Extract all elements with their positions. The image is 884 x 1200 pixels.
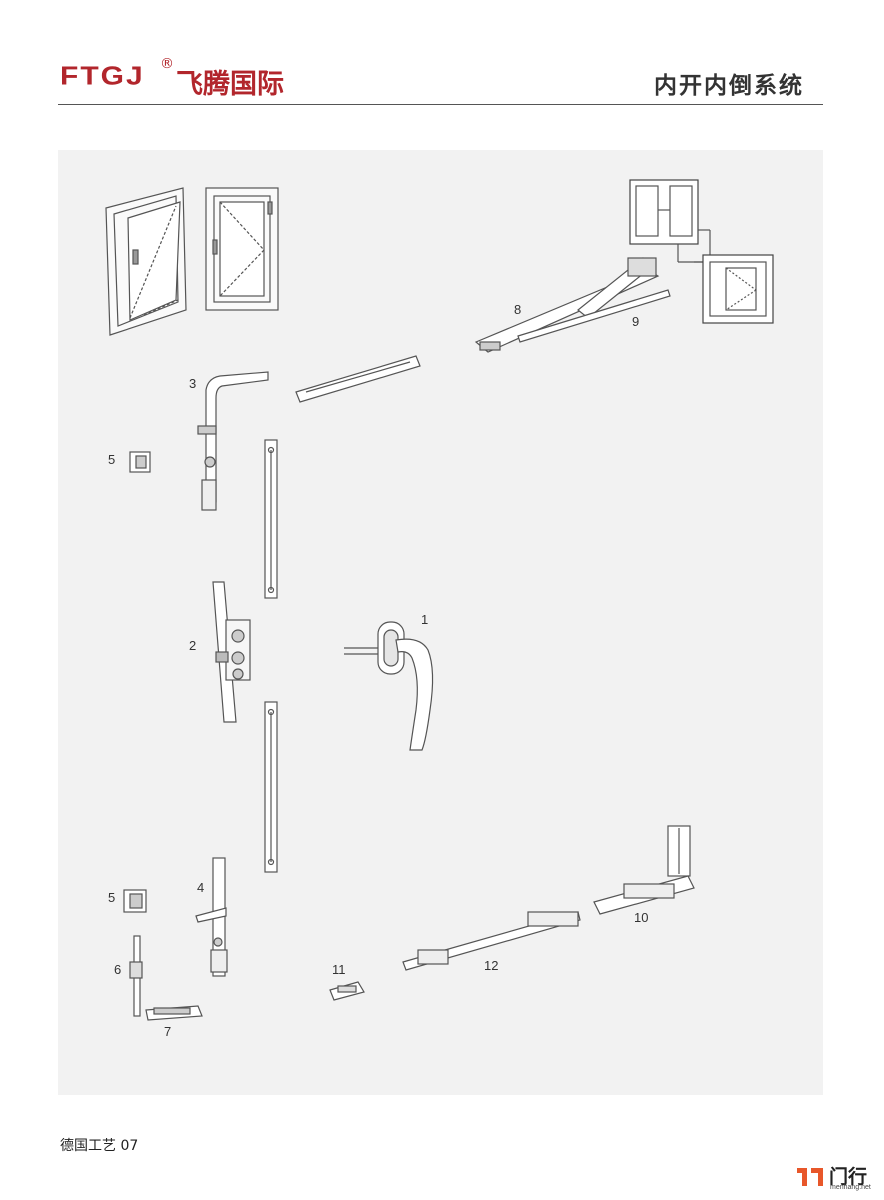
part-label-5-top: 5 <box>108 452 116 467</box>
top-connecting-bar <box>295 355 421 403</box>
brand-logo-chinese: 飞腾国际 <box>176 69 284 100</box>
part-label-11: 11 <box>332 962 346 977</box>
part-label-12: 12 <box>484 958 499 973</box>
corner-drive-3 <box>197 371 269 511</box>
turn-window-sketch <box>205 187 279 311</box>
part-label-2: 2 <box>189 638 197 653</box>
corner-drive-4 <box>195 857 228 977</box>
part-label-3: 3 <box>189 376 197 391</box>
bottom-hinge-10 <box>593 825 695 915</box>
tilt-lock-6 <box>129 935 143 1017</box>
vertical-bar-upper <box>264 439 278 599</box>
header-divider <box>58 104 823 105</box>
striker-5-top <box>129 451 151 473</box>
page-header: FTGJ ® 飞腾国际 内开内倒系统 <box>0 0 884 110</box>
part-label-8: 8 <box>514 302 522 317</box>
diagram-drawing <box>105 179 774 1021</box>
part-label-4: 4 <box>197 880 205 895</box>
hardware-exploded-diagram: 1 2 3 4 5 5 6 7 8 9 10 11 12 <box>58 150 823 1095</box>
stay-bar-12 <box>402 911 581 971</box>
striker-5-bottom <box>123 889 147 913</box>
page-footer: 德国工艺 07 <box>60 1138 139 1154</box>
tilt-window-sketch <box>105 187 187 336</box>
watermark-text: 门行 <box>829 1166 868 1188</box>
registered-mark: ® <box>160 56 174 72</box>
bottom-keeper-7 <box>145 1005 203 1021</box>
cover-cap-11 <box>329 981 365 1001</box>
part-label-5-bottom: 5 <box>108 890 116 905</box>
part-label-6: 6 <box>114 962 122 977</box>
part-label-7: 7 <box>164 1024 172 1039</box>
part-label-9: 9 <box>632 314 640 329</box>
stay-arm-8-9 <box>474 257 671 353</box>
part-label-10: 10 <box>634 910 649 925</box>
watermark-url: menhang.net <box>830 1184 871 1191</box>
watermark-logo-icon <box>797 1168 823 1186</box>
part-label-1: 1 <box>421 612 429 627</box>
watermark: 门行 menhang.net <box>795 1160 875 1194</box>
window-handle-1 <box>344 621 434 751</box>
vertical-bar-lower <box>264 701 278 873</box>
brand-logo-latin: FTGJ <box>60 62 145 91</box>
profile-cross-section <box>629 179 774 324</box>
page-title: 内开内倒系统 <box>654 73 804 99</box>
gearbox-2 <box>212 581 251 723</box>
